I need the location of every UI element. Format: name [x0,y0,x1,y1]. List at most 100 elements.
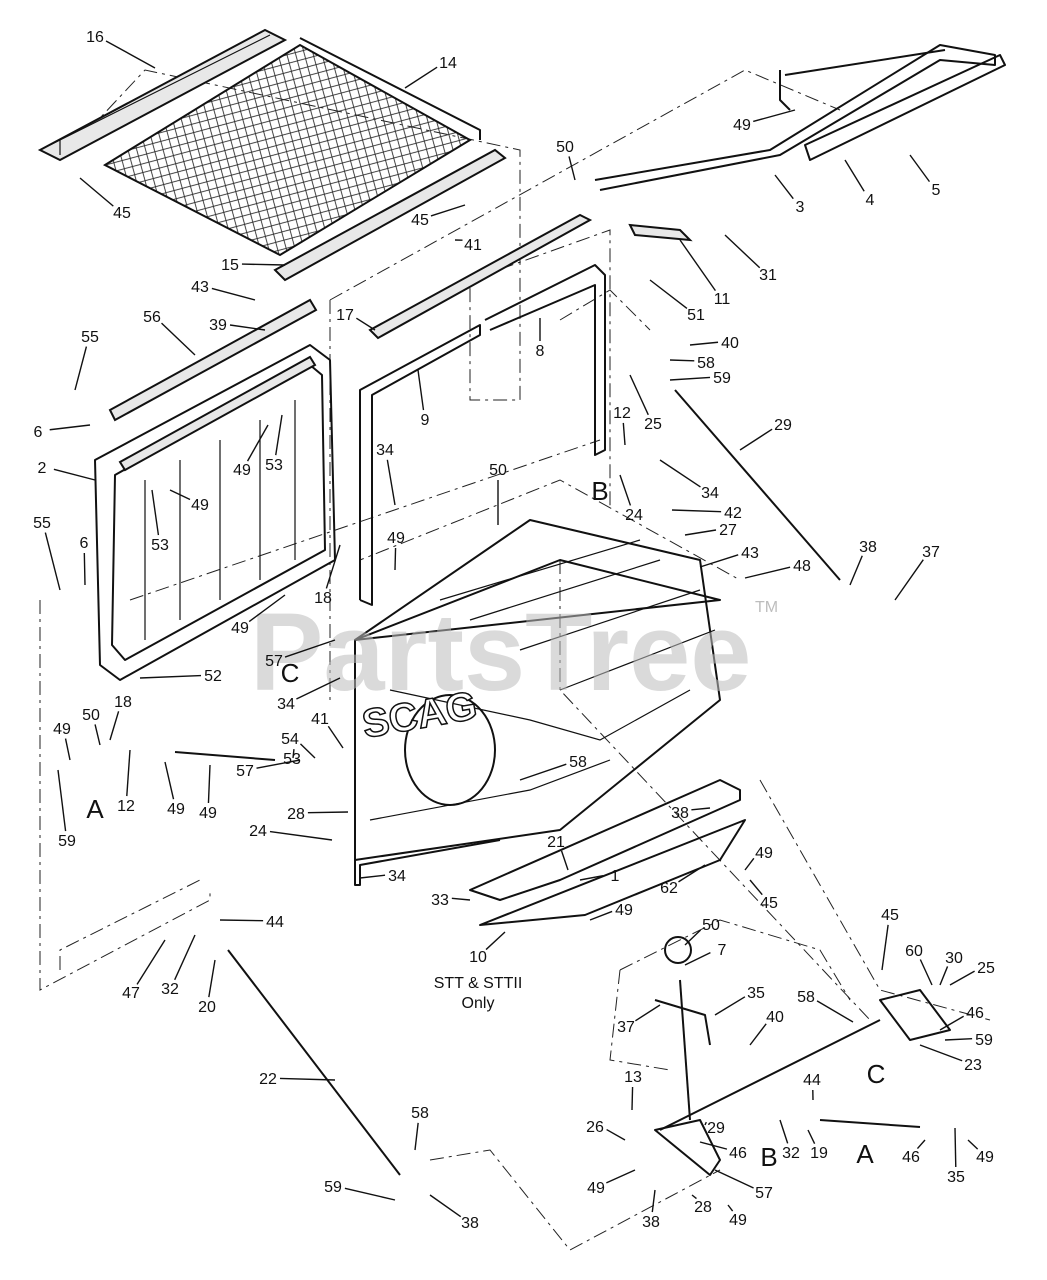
callout-leader [256,759,301,769]
callout-leader [269,830,333,841]
callout-leader [275,414,283,456]
callout-leader [296,677,341,700]
part-callout: 60 [905,943,923,960]
callout-leader [279,1077,336,1081]
callout-leader [241,263,286,266]
part-callout: 20 [198,999,216,1016]
callout-leader [53,468,96,481]
part-callout: 35 [747,985,765,1002]
part-callout: 31 [759,267,777,284]
callout-leader [126,749,131,797]
part-callout: 38 [859,539,877,556]
callout-leader [568,156,576,181]
part-callout: 56 [143,309,161,326]
callout-leader [744,857,755,871]
callout-leader [816,1000,854,1023]
part-callout: 45 [411,212,429,229]
callout-leader [139,674,202,679]
callout-leader [451,897,471,901]
part-callout: 51 [687,307,705,324]
part-callout: 12 [613,405,631,422]
part-callout: 6 [80,535,89,552]
callout-leader [651,1189,656,1213]
grass-arm [594,44,996,191]
part-callout: 59 [324,1179,342,1196]
part-callout: 50 [82,707,100,724]
callout-leader [669,376,711,381]
small-bar [628,223,693,242]
part-callout: 59 [713,370,731,387]
part-callout: 37 [617,1019,635,1036]
part-callout: 57 [265,653,283,670]
part-callout: 55 [81,329,99,346]
callout-leader [744,566,791,579]
part-callout: 38 [642,1214,660,1231]
callout-leader [691,807,711,811]
rear-bracket [484,264,606,456]
callout-leader [109,711,120,741]
callout-leader [807,1129,816,1144]
part-callout: 10 [469,949,487,966]
part-callout: 49 [387,530,405,547]
part-callout: 4 [866,192,875,209]
watermark-tm: TM [755,599,778,616]
callout-leader [774,174,794,200]
hopper-foot [354,839,501,886]
callout-leader [919,959,933,986]
part-callout: 42 [724,505,742,522]
part-callout: 44 [266,914,284,931]
part-callout: 58 [569,754,587,771]
callout-leader [606,1169,636,1184]
part-callout: 49 [53,721,71,738]
part-callout: 32 [782,1145,800,1162]
part-callout: 25 [977,960,995,977]
callout-leader [919,1044,963,1062]
part-callout: 23 [964,1057,982,1074]
callout-leader [292,749,295,759]
part-callout: 49 [755,845,773,862]
callout-leader [691,1194,697,1200]
part-callout: 19 [810,1145,828,1162]
rods [174,389,921,1176]
callout-leader [105,40,156,69]
part-callout: 17 [336,307,354,324]
part-callout: 38 [671,805,689,822]
callout-leader [949,970,975,986]
callout-leader [207,764,211,804]
part-callout: 33 [431,892,449,909]
part-callout: 58 [697,355,715,372]
part-callout: 30 [945,950,963,967]
part-callout: 49 [233,462,251,479]
callout-leader [359,874,386,879]
part-callout: 40 [721,335,739,352]
part-callout: 18 [314,590,332,607]
callout-leader [881,924,889,971]
deflector-plate [469,779,741,901]
callout-leader [589,910,613,921]
callout-leader [386,459,396,506]
part-callout: 43 [191,279,209,296]
callout-leader [849,555,863,586]
extension-plate [479,819,746,926]
part-callout: 24 [625,507,643,524]
part-callout: 45 [760,895,778,912]
note-line-2: Only [462,995,495,1012]
callout-leader [749,1023,767,1046]
part-callout: 54 [281,731,299,748]
part-callout: 46 [966,1005,984,1022]
callout-leader [916,1139,926,1150]
callout-leader [356,317,376,331]
part-callout: 58 [411,1105,429,1122]
part-callout: 46 [729,1145,747,1162]
part-callout: 49 [191,497,209,514]
part-callout: 11 [714,291,731,308]
connection-letter: C [281,658,300,688]
part-callout: 53 [265,457,283,474]
callout-leader [659,459,701,488]
part-callout: 58 [797,989,815,1006]
callout-leader [560,850,569,871]
callout-leader [939,1015,965,1031]
watermark-text: PartsTree [250,591,751,714]
callout-leader [684,951,711,966]
